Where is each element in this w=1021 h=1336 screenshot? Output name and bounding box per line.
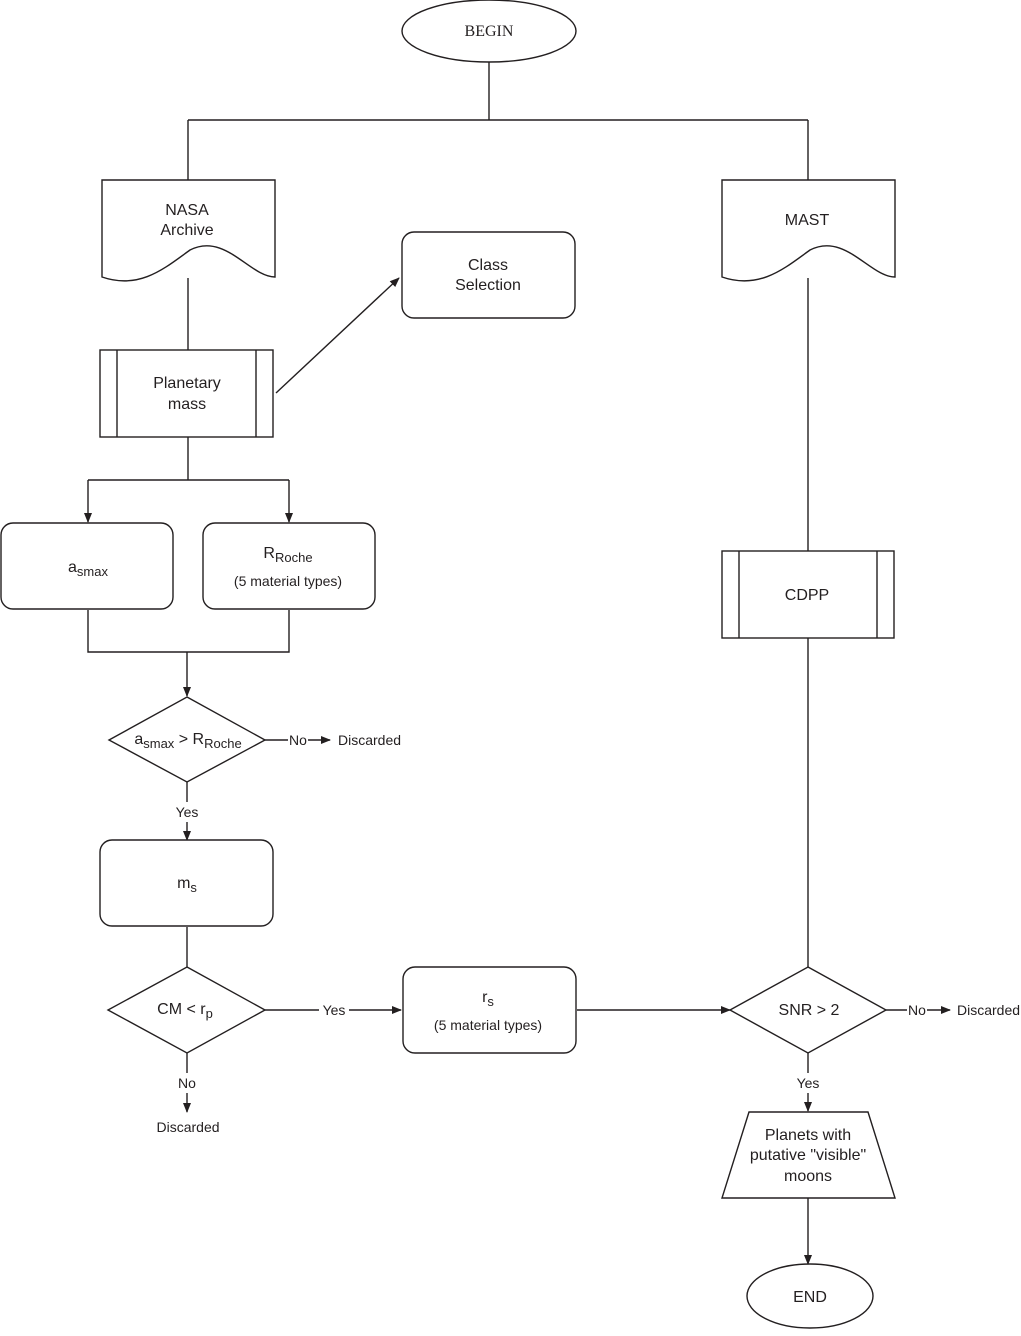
r-roche-node: RRoche (5 material types) (202, 522, 376, 610)
roche-decision-a: a (134, 731, 143, 748)
planetary-mass-label-line2: mass (168, 396, 206, 413)
a-smax-main: a (68, 559, 77, 576)
rs-sub: s (487, 994, 494, 1009)
cm-decision-text: CM < r (157, 1001, 206, 1018)
begin-label: BEGIN (465, 23, 514, 40)
edge-labels: No Discarded Yes Yes No Discarded No Dis… (156, 732, 1020, 1135)
snr-decision-label: SNR > 2 (779, 1002, 840, 1019)
ms-sub: s (190, 880, 197, 895)
a-smax-label: asmax (68, 559, 108, 579)
mast-label: MAST (785, 212, 830, 229)
r-roche-note: (5 material types) (234, 573, 342, 589)
planets-output-line1: Planets with (765, 1127, 851, 1144)
roche-decision-label: asmax > RRoche (134, 731, 241, 751)
merge-line (87, 610, 290, 653)
planetary-split-line (88, 437, 289, 481)
mast-node: MAST (721, 179, 896, 282)
begin-node: BEGIN (401, 0, 577, 63)
ms-node: ms (99, 839, 274, 927)
snr-decision-node: SNR > 2 (728, 966, 888, 1054)
nasa-archive-label-line1: NASA (165, 202, 209, 219)
r-roche-main: R (263, 545, 275, 562)
planetary-to-class-arrow (275, 277, 400, 394)
snr-no-label: No (908, 1002, 926, 1018)
nasa-archive-node: NASA Archive (101, 179, 276, 282)
cm-decision-label: CM < rp (157, 1001, 213, 1021)
planets-output-node: Planets with putative "visible" moons (721, 1111, 896, 1199)
roche-decision-a-sub: smax (143, 736, 175, 751)
begin-split-line (187, 62, 809, 180)
snr-yes-label: Yes (797, 1075, 820, 1091)
end-node: END (746, 1263, 874, 1329)
planets-output-line2: putative "visible" (750, 1147, 866, 1164)
nasa-archive-label-line2: Archive (160, 222, 213, 239)
a-smax-node: asmax (0, 522, 174, 610)
rs-node: rs (5 material types) (402, 966, 577, 1054)
class-selection-label-line2: Selection (455, 277, 521, 294)
planetary-mass-node: Planetary mass (99, 349, 274, 438)
connectors (84, 62, 951, 1265)
roche-discarded-label: Discarded (338, 732, 401, 748)
class-selection-label-line1: Class (468, 257, 508, 274)
rs-label: rs (482, 989, 494, 1009)
rs-note: (5 material types) (434, 1017, 542, 1033)
cdpp-node: CDPP (721, 550, 895, 639)
ms-main: m (177, 875, 190, 892)
a-smax-sub: smax (77, 564, 109, 579)
cm-discarded-label: Discarded (156, 1119, 219, 1135)
rs-main: r (482, 989, 488, 1006)
cdpp-label: CDPP (785, 587, 829, 604)
end-label: END (793, 1289, 827, 1306)
roche-no-label: No (289, 732, 307, 748)
cm-yes-label: Yes (323, 1002, 346, 1018)
class-selection-node: Class Selection (401, 231, 576, 319)
r-roche-sub: Roche (275, 550, 313, 565)
r-roche-label: RRoche (263, 545, 312, 565)
ms-label: ms (177, 875, 197, 895)
cm-decision-sub: p (206, 1006, 213, 1021)
roche-decision-op: > R (174, 731, 204, 748)
cm-no-label: No (178, 1075, 196, 1091)
roche-decision-r-sub: Roche (204, 736, 242, 751)
cm-decision-node: CM < rp (106, 966, 267, 1054)
planets-output-line3: moons (784, 1168, 832, 1185)
roche-yes-label: Yes (176, 804, 199, 820)
planetary-mass-label-line1: Planetary (153, 375, 221, 392)
snr-discarded-label: Discarded (957, 1002, 1020, 1018)
roche-decision-node: asmax > RRoche (107, 696, 267, 783)
